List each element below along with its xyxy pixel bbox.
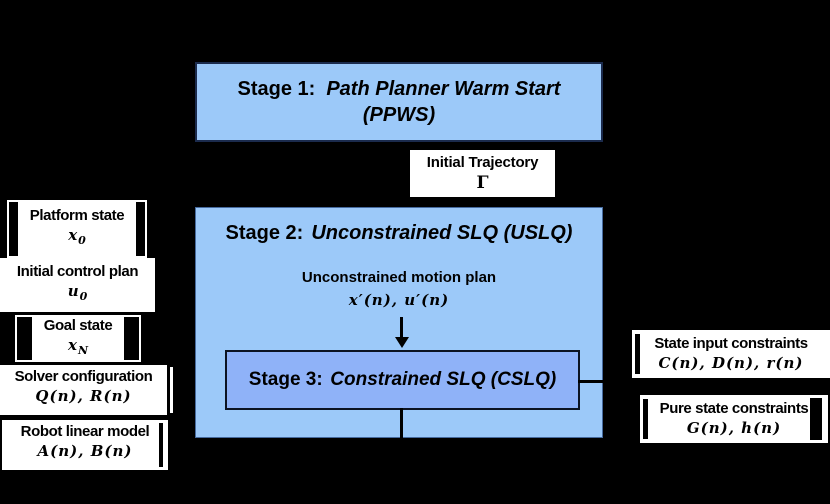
- input-math: C(n), D(n), r(n): [658, 353, 804, 372]
- input-box-inner: Platform state x0: [18, 202, 136, 256]
- input-math: Q(n), R(n): [35, 386, 131, 412]
- input-box-goal-state: Goal state xN: [15, 315, 141, 362]
- input-box-platform-state: Platform state x0: [7, 200, 147, 258]
- initial-trajectory-box: Initial Trajectory Γ: [410, 150, 555, 197]
- stage3-title: Stage 3: Constrained SLQ (CSLQ): [249, 367, 556, 393]
- input-label: Initial control plan: [16, 263, 139, 280]
- stage1-title-text: Path Planner Warm Start: [326, 78, 561, 100]
- input-label: State input constraints: [654, 334, 808, 352]
- stage1-title: Stage 1: Path Planner Warm Start: [238, 76, 561, 102]
- input-label: Platform state: [29, 207, 125, 224]
- math-sub: 0: [79, 290, 88, 303]
- input-label: Goal state: [43, 316, 113, 334]
- stage1-prefix: Stage 1:: [237, 78, 316, 100]
- math-sub: N: [77, 343, 88, 357]
- initial-trajectory-label: Initial Trajectory: [426, 154, 539, 171]
- stage1-subtitle: (PPWS): [362, 104, 436, 126]
- stage3-title-text: Constrained SLQ (CSLQ): [330, 369, 557, 390]
- input-box-pure-state-constraints: Pure state constraints G(n), h(n): [640, 395, 828, 443]
- gamma-symbol: Γ: [476, 173, 489, 193]
- input-math: G(n), h(n): [686, 418, 782, 437]
- math-base: Q(n), R(n): [35, 387, 132, 405]
- input-box-state-input-constraints: State input constraints C(n), D(n), r(n): [632, 330, 830, 378]
- stage2-prefix: Stage 2:: [225, 222, 304, 244]
- math-base: x: [67, 335, 78, 354]
- stage2-title-text: Unconstrained SLQ (USLQ): [311, 222, 573, 244]
- stage2-title: Stage 2: Unconstrained SLQ (USLQ): [195, 220, 603, 246]
- input-box-inner: Goal state xN: [32, 317, 124, 360]
- input-box-initial-control-plan: Initial control plan u0: [0, 258, 155, 312]
- box-edge-sliver: [170, 367, 173, 413]
- stage3-right-connector: [578, 380, 604, 383]
- input-math: xN: [68, 335, 88, 361]
- stage1-box: Stage 1: Path Planner Warm Start (PPWS): [195, 62, 603, 142]
- input-math: u0: [68, 281, 88, 307]
- arrow-down-icon: [395, 337, 409, 348]
- motion-plan-label: Unconstrained motion plan: [301, 269, 497, 286]
- box-edge-bar: [159, 423, 163, 467]
- input-math: A(n), B(n): [38, 441, 133, 467]
- box-edge-bar: [810, 398, 822, 440]
- math-base: A(n), B(n): [37, 442, 133, 460]
- input-label: Robot linear model: [20, 423, 150, 440]
- stage3-bottom-connector: [400, 408, 403, 438]
- box-edge-bar: [643, 399, 648, 439]
- stage3-box: Stage 3: Constrained SLQ (CSLQ): [225, 350, 580, 410]
- input-box-solver-configuration: Solver configuration Q(n), R(n): [0, 365, 167, 415]
- input-box-robot-linear-model: Robot linear model A(n), B(n): [2, 420, 168, 470]
- stage3-prefix: Stage 3:: [248, 369, 323, 390]
- input-math: x0: [68, 225, 86, 251]
- input-label: Pure state constraints: [659, 399, 809, 417]
- arrow-shaft: [400, 317, 403, 338]
- math-base: u: [67, 282, 80, 300]
- math-sub: 0: [78, 234, 86, 247]
- input-label: Solver configuration: [14, 368, 153, 385]
- motion-plan-math: x′(n), u′(n): [348, 291, 450, 309]
- math-base: x: [68, 226, 79, 244]
- box-edge-bar: [635, 334, 640, 374]
